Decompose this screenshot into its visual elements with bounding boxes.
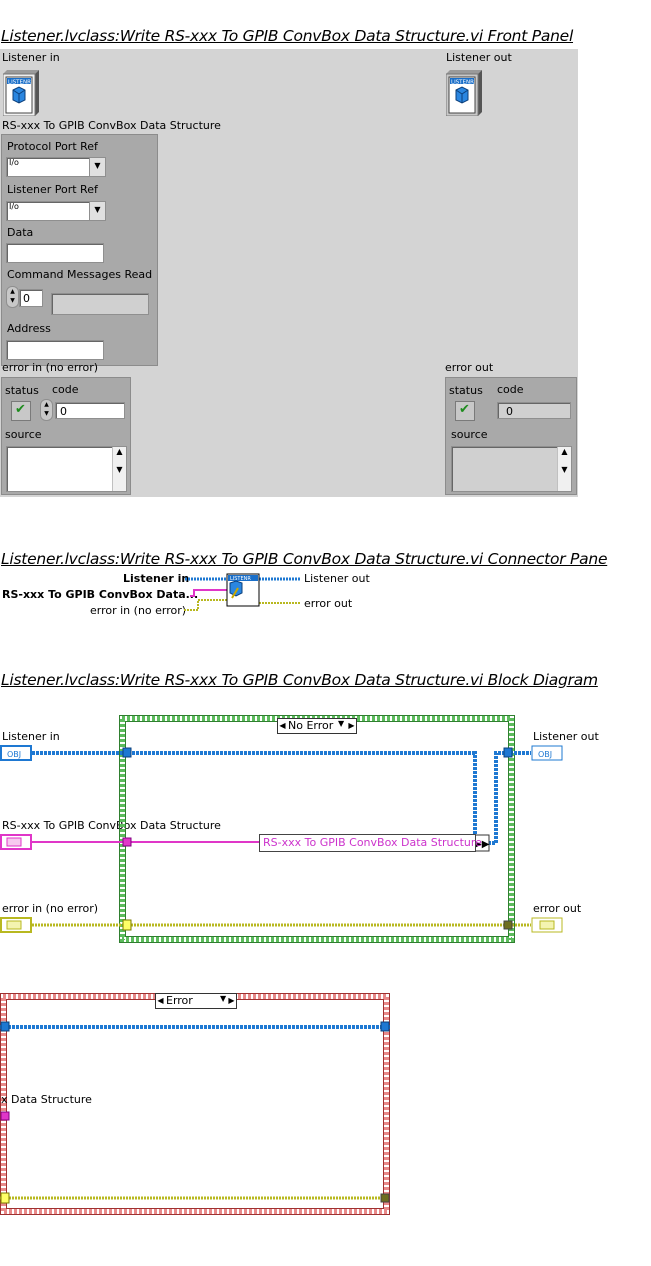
- source-in-field[interactable]: ▲▼: [6, 446, 127, 492]
- cp-error-out-label: error out: [304, 597, 353, 610]
- scrollbar[interactable]: ▲▼: [557, 447, 571, 491]
- obj-in-terminal-text: OBJ: [7, 750, 21, 759]
- bd-error-out-label: error out: [533, 902, 582, 915]
- status-out-led: ✔: [455, 401, 475, 421]
- bundle-by-name-node[interactable]: RS-xxx To GPIB ConvBox Data Structure: [259, 834, 482, 852]
- command-messages-read-label: Command Messages Read: [7, 268, 153, 281]
- bd-error-in-label: error in (no error): [2, 902, 99, 915]
- chevron-down-icon[interactable]: ▼: [89, 202, 105, 220]
- cluster-label: RS-xxx To GPIB ConvBox Data Structure: [2, 119, 221, 132]
- status-label: status: [5, 384, 39, 397]
- cp-listener-in-label: Listener in: [123, 572, 190, 585]
- code-in-field[interactable]: 0: [55, 402, 125, 419]
- error-case-cluster-label: x Data Structure: [1, 1093, 92, 1106]
- address-field[interactable]: [6, 340, 104, 360]
- code-stepper[interactable]: ▲▼: [40, 399, 53, 421]
- source-out-field: ▲▼: [451, 446, 572, 492]
- protocol-port-ref-ring[interactable]: I/o ▼: [6, 157, 106, 177]
- address-label: Address: [7, 322, 51, 335]
- arrow-left-icon[interactable]: ◀: [157, 996, 164, 1005]
- block-diagram-no-error: OBJ OBJ ▶▶: [0, 715, 563, 943]
- chevron-down-icon[interactable]: ▼: [338, 719, 345, 728]
- code-out-label: code: [497, 383, 524, 396]
- bd-listener-out-label: Listener out: [533, 730, 599, 743]
- chevron-down-icon[interactable]: ▼: [220, 994, 227, 1003]
- listener-out-icon-text: LISTENR: [451, 80, 474, 86]
- arrow-left-icon[interactable]: ◀: [279, 721, 286, 730]
- connector-pane-title: Listener.lvclass:Write RS-xxx To GPIB Co…: [1, 550, 608, 568]
- listener-port-ref-ring[interactable]: I/o ▼: [6, 201, 106, 221]
- listener-in-label: Listener in: [2, 51, 60, 64]
- bd-listener-in-label: Listener in: [2, 730, 60, 743]
- checkmark-icon: ✔: [459, 402, 470, 417]
- code-out-field: 0: [497, 402, 571, 419]
- front-panel-title: Listener.lvclass:Write RS-xxx To GPIB Co…: [1, 27, 574, 45]
- io-refnum-icon: I/o: [9, 202, 19, 211]
- cp-listener-out-label: Listener out: [304, 572, 370, 585]
- error-out-label: error out: [445, 361, 494, 374]
- case-selector-no-error[interactable]: ◀ No Error ▶: [277, 718, 357, 734]
- code-label: code: [52, 383, 79, 396]
- listener-port-ref-label: Listener Port Ref: [7, 183, 98, 196]
- error-in-label: error in (no error): [2, 361, 99, 374]
- arrow-right-icon[interactable]: ▶: [348, 721, 355, 730]
- source-out-label: source: [451, 428, 488, 441]
- status-checkbox[interactable]: ✔: [11, 401, 31, 421]
- array-index-field[interactable]: 0: [19, 289, 43, 307]
- listener-out-label: Listener out: [446, 51, 512, 64]
- case-selector-error-label: Error: [166, 994, 193, 1007]
- data-label: Data: [7, 226, 34, 239]
- io-refnum-icon: I/o: [9, 158, 19, 167]
- data-field[interactable]: [6, 243, 104, 263]
- bundle-arrow-icon: ▶▶: [474, 839, 490, 850]
- cp-cluster-in-label: RS-xxx To GPIB ConvBox Data...: [2, 588, 199, 601]
- scrollbar[interactable]: ▲▼: [112, 447, 126, 491]
- protocol-port-ref-label: Protocol Port Ref: [7, 140, 98, 153]
- listener-out-indicator: LISTENR: [445, 70, 482, 117]
- listener-icon-text: LISTENR: [8, 80, 31, 86]
- case-selector-error[interactable]: ◀ Error ▶: [155, 993, 237, 1009]
- arrow-right-icon[interactable]: ▶: [228, 996, 235, 1005]
- obj-out-terminal-text: OBJ: [538, 750, 552, 759]
- connector-icon-text: LISTENR: [230, 576, 251, 582]
- array-index-stepper[interactable]: ▲▼: [6, 286, 19, 308]
- bd-cluster-in-label: RS-xxx To GPIB ConvBox Data Structure: [2, 819, 221, 832]
- listener-in-control[interactable]: LISTENR: [2, 70, 39, 117]
- cp-error-in-label: error in (no error): [90, 604, 187, 617]
- case-selector-label: No Error: [288, 719, 334, 732]
- chevron-down-icon[interactable]: ▼: [89, 158, 105, 176]
- checkmark-icon: ✔: [15, 402, 26, 417]
- block-diagram-title: Listener.lvclass:Write RS-xxx To GPIB Co…: [1, 671, 598, 689]
- command-messages-element: [51, 293, 149, 315]
- source-label: source: [5, 428, 42, 441]
- status-out-label: status: [449, 384, 483, 397]
- connector-pane-wires: LISTENR: [184, 573, 301, 611]
